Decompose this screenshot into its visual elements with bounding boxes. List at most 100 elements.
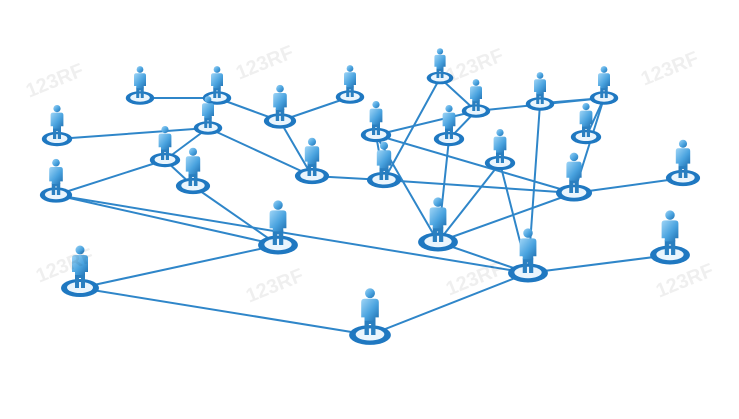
- person-icon: [534, 72, 546, 104]
- person-node: [570, 103, 602, 145]
- person-icon: [376, 141, 392, 180]
- connection-line: [55, 194, 279, 246]
- person-icon: [158, 126, 172, 160]
- person-node: [484, 129, 516, 171]
- connection-line: [375, 110, 477, 136]
- person-icon: [429, 197, 447, 242]
- person-node: [461, 79, 491, 118]
- person-node: [555, 152, 593, 202]
- connection-line: [55, 159, 166, 196]
- node-ring-inner: [300, 170, 324, 181]
- node-ring-inner: [365, 130, 387, 139]
- person-node: [263, 84, 297, 129]
- connection-line: [573, 177, 684, 194]
- person-node: [589, 66, 619, 105]
- connection-line: [192, 185, 279, 246]
- person-node: [525, 72, 555, 111]
- node-ring-inner: [561, 187, 587, 198]
- person-icon: [211, 66, 223, 98]
- node-ring-inner: [372, 174, 396, 185]
- person-node: [335, 65, 365, 104]
- node-ring-inner: [44, 189, 68, 200]
- node-ring-inner: [438, 134, 460, 143]
- person-icon: [72, 245, 88, 288]
- node-ring-inner: [46, 134, 68, 143]
- person-node: [349, 288, 391, 345]
- connection-line: [437, 192, 575, 243]
- node-ring-inner: [594, 93, 614, 102]
- connection-line: [437, 162, 501, 243]
- node-ring-inner: [154, 155, 176, 164]
- person-icon: [661, 210, 679, 255]
- node-ring-inner: [181, 180, 205, 191]
- person-node: [149, 126, 181, 168]
- node-ring-inner: [264, 238, 292, 251]
- person-node: [665, 139, 701, 187]
- node-ring-inner: [489, 158, 511, 167]
- person-icon: [134, 66, 146, 98]
- person-node: [125, 66, 155, 105]
- person-node: [193, 96, 223, 135]
- person-node: [41, 105, 73, 147]
- person-icon: [369, 101, 383, 135]
- connection-line: [207, 127, 313, 177]
- person-icon: [470, 79, 482, 111]
- person-icon: [49, 158, 63, 195]
- person-icon: [434, 48, 446, 78]
- people-nodes: [39, 48, 701, 345]
- person-icon: [566, 152, 582, 193]
- person-icon: [344, 65, 356, 97]
- node-ring-inner: [207, 93, 227, 102]
- node-ring-inner: [430, 73, 450, 82]
- person-node: [433, 105, 465, 147]
- connection-line: [279, 120, 313, 177]
- person-icon: [493, 129, 507, 163]
- person-node: [426, 48, 454, 85]
- connection-line: [79, 244, 279, 289]
- person-node: [508, 228, 548, 283]
- connection-line: [56, 127, 209, 140]
- connection-line: [383, 179, 575, 194]
- person-icon: [50, 105, 64, 139]
- node-ring-inner: [340, 92, 360, 101]
- person-node: [650, 210, 690, 265]
- connection-line: [527, 254, 671, 274]
- person-icon: [202, 96, 214, 128]
- node-ring-inner: [514, 266, 542, 279]
- person-icon: [269, 200, 287, 245]
- connection-line: [79, 287, 371, 336]
- person-icon: [442, 105, 456, 139]
- person-icon: [579, 103, 593, 137]
- node-ring-inner: [656, 248, 684, 261]
- person-node: [360, 101, 392, 143]
- node-ring-inner: [67, 282, 93, 293]
- person-node: [294, 137, 330, 185]
- person-icon: [675, 139, 691, 178]
- node-ring-inner: [130, 93, 150, 102]
- person-icon: [273, 84, 287, 121]
- node-ring-inner: [424, 235, 452, 248]
- person-icon: [519, 228, 537, 273]
- node-ring-inner: [198, 123, 218, 132]
- node-ring-inner: [671, 172, 695, 183]
- node-ring-inner: [466, 106, 486, 115]
- person-icon: [361, 288, 379, 335]
- person-node: [418, 197, 458, 252]
- connection-line: [55, 194, 529, 274]
- person-icon: [185, 147, 201, 186]
- connection-line: [369, 272, 529, 336]
- node-ring-inner: [355, 328, 385, 341]
- person-icon: [598, 66, 610, 98]
- person-node: [366, 141, 402, 189]
- node-ring-inner: [530, 99, 550, 108]
- node-ring-inner: [575, 132, 597, 141]
- person-icon: [304, 137, 320, 176]
- person-node: [61, 245, 99, 297]
- person-node: [175, 147, 211, 195]
- person-node: [258, 200, 298, 255]
- person-node: [39, 158, 73, 203]
- node-ring-inner: [268, 115, 292, 126]
- connection-line: [375, 134, 575, 194]
